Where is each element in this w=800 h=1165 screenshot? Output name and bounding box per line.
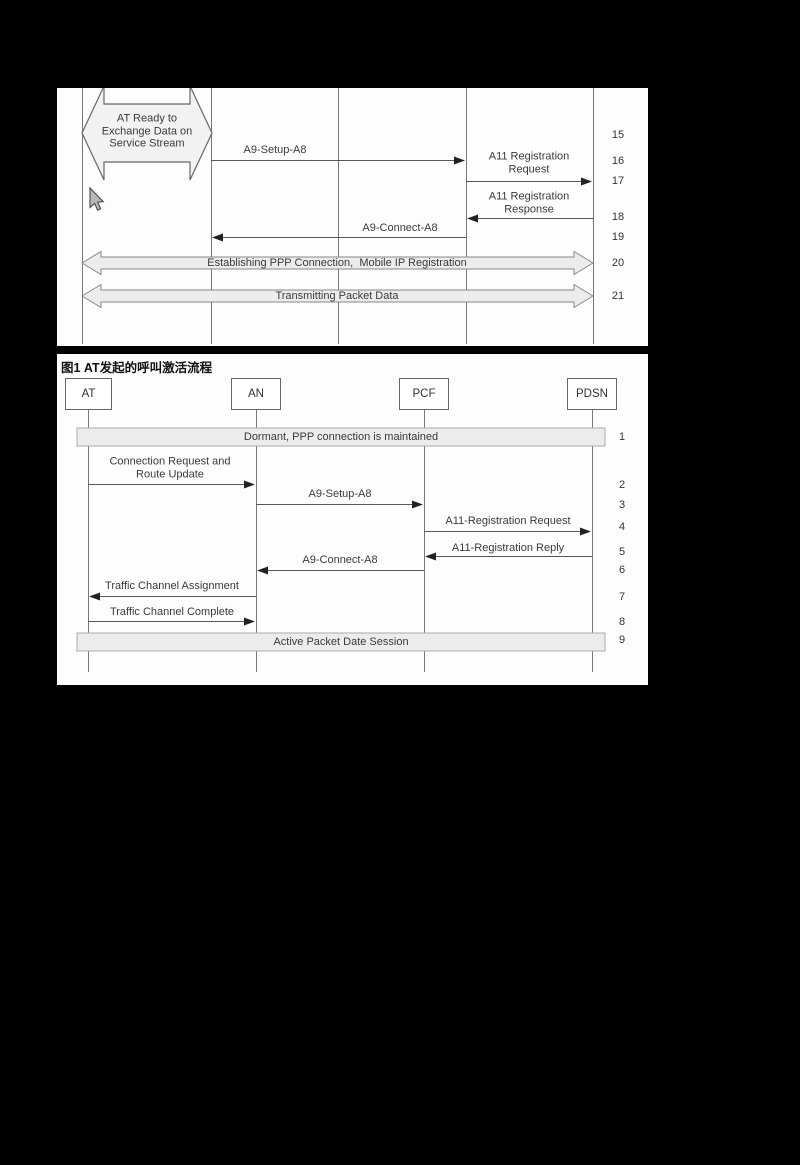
- message-label-a9-setup: A9-Setup-A8: [243, 143, 307, 156]
- actor-box-an: AN: [231, 378, 281, 410]
- message-label-a11-registration-request: A11-Registration Request: [445, 514, 571, 527]
- sequence-diagram-figure1-panel: 图1 AT发起的呼叫激活流程: [57, 354, 648, 685]
- sequence-diagram-fragment-panel: AT Ready to Exchange Data on Service Str…: [57, 88, 648, 346]
- step-number: 16: [611, 155, 625, 167]
- message-label-a11-registration-request: A11 Registration Request: [488, 150, 570, 176]
- step-number: 18: [611, 211, 625, 223]
- message-label-a9-connect: A9-Connect-A8: [302, 553, 378, 566]
- step-number: 5: [618, 546, 626, 558]
- band-label-active-session: Active Packet Date Session: [273, 635, 409, 648]
- callout-double-arrow-shape: [81, 88, 213, 181]
- band-label-dormant: Dormant, PPP connection is maintained: [243, 430, 439, 443]
- figure1-graphics: [76, 410, 606, 672]
- step-number: 9: [618, 634, 626, 646]
- message-label-a11-registration-reply: A11-Registration Reply: [451, 541, 565, 554]
- figure-caption: 图1 AT发起的呼叫激活流程: [61, 361, 213, 375]
- step-number: 21: [611, 290, 625, 302]
- step-number: 2: [618, 479, 626, 491]
- step-number: 4: [618, 521, 626, 533]
- step-number: 6: [618, 564, 626, 576]
- actor-box-at: AT: [65, 378, 112, 410]
- step-number: 19: [611, 231, 625, 243]
- step-number: 15: [611, 129, 625, 141]
- step-number: 1: [618, 431, 626, 443]
- message-arrows: [88, 480, 592, 626]
- step-number: 17: [611, 175, 625, 187]
- band-label-transmitting-packet-data: Transmitting Packet Data: [275, 289, 399, 302]
- message-label-traffic-channel-assignment: Traffic Channel Assignment: [105, 579, 239, 592]
- actor-box-pdsn: PDSN: [567, 378, 617, 410]
- mouse-cursor-icon: [89, 186, 105, 212]
- message-label-traffic-channel-complete: Traffic Channel Complete: [109, 605, 235, 618]
- message-label-connection-request: Connection Request and Route Update: [109, 455, 231, 481]
- step-number: 8: [618, 616, 626, 628]
- phase-double-arrows: [81, 250, 594, 309]
- band-label-ppp-connection: Establishing PPP Connection, Mobile IP R…: [207, 256, 467, 269]
- lifelines: [88, 410, 593, 672]
- step-number: 20: [611, 257, 625, 269]
- step-number: 3: [618, 499, 626, 511]
- message-label-a9-connect: A9-Connect-A8: [362, 221, 438, 234]
- message-label-a11-registration-response: A11 Registration Response: [488, 190, 570, 216]
- diagram-fragment-graphics: [81, 88, 594, 344]
- message-label-a9-setup: A9-Setup-A8: [308, 487, 372, 500]
- callout-label: AT Ready to Exchange Data on Service Str…: [101, 112, 193, 150]
- message-arrows: [211, 156, 593, 242]
- actor-box-pcf: PCF: [399, 378, 449, 410]
- step-number: 7: [618, 591, 626, 603]
- state-bands: [76, 427, 606, 652]
